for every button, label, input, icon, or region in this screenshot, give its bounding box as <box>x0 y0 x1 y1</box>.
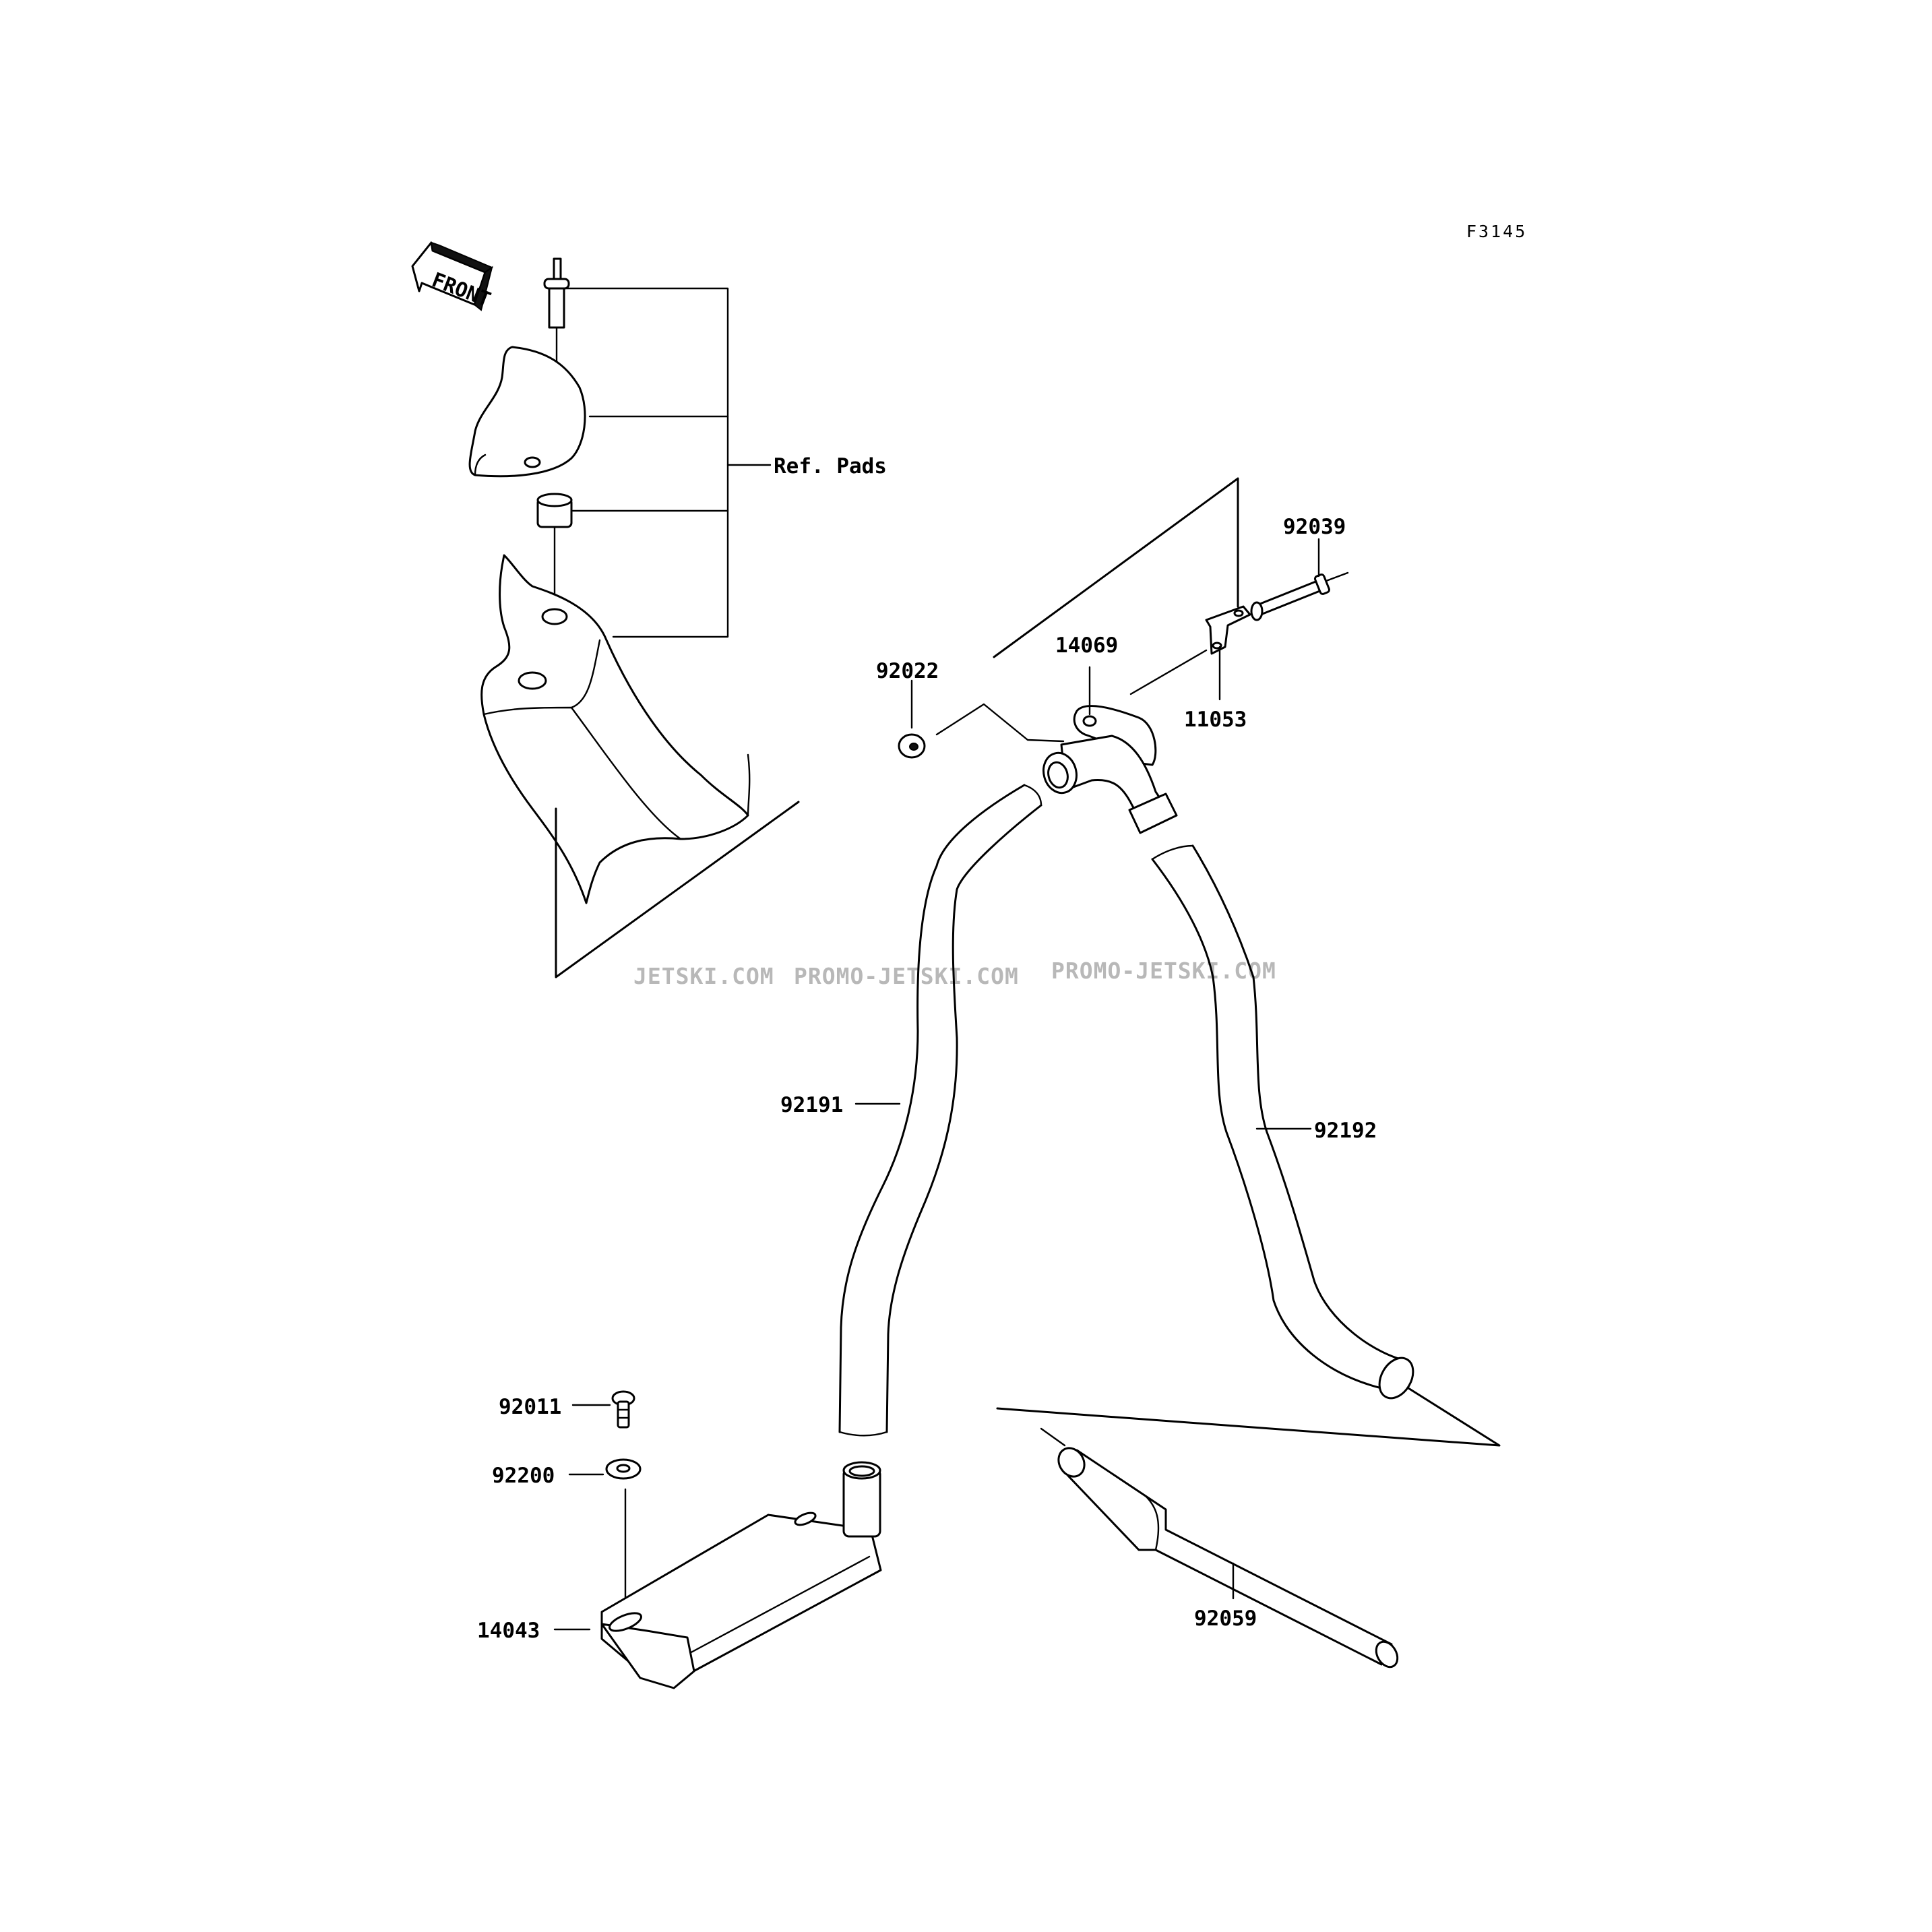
watermark: JETSKI.COM PROMO-JETSKI.COM PROMO-JETSKI… <box>633 958 1276 989</box>
label-11053: 11053 <box>1184 708 1247 732</box>
hose-92192: 92192 <box>1151 844 1414 1400</box>
filter-14043: 14043 <box>477 1461 882 1689</box>
tube-92059: 92059 <box>1040 1427 1399 1669</box>
svg-text:PROMO-JETSKI.COM: PROMO-JETSKI.COM <box>794 963 1019 989</box>
washer-92022: 92022 <box>876 659 1065 759</box>
label-92059: 92059 <box>1194 1607 1257 1631</box>
label-92022: 92022 <box>876 659 939 683</box>
label-92200: 92200 <box>492 1464 555 1488</box>
fitting-14069: 14069 <box>1042 633 1178 834</box>
screw-92011: 92011 <box>499 1390 635 1429</box>
washer-92200: 92200 <box>492 1458 642 1619</box>
label-92011: 92011 <box>499 1395 561 1419</box>
svg-text:JETSKI.COM: JETSKI.COM <box>633 963 774 989</box>
hose-92191: 92191 <box>780 784 1042 1437</box>
svg-text:PROMO-JETSKI.COM: PROMO-JETSKI.COM <box>1051 958 1276 984</box>
pad-part <box>468 346 586 478</box>
figure-code: F3145 <box>1466 222 1527 241</box>
handle-part <box>480 554 751 904</box>
label-14043: 14043 <box>477 1619 540 1643</box>
front-arrow-icon: FRONT <box>411 241 494 312</box>
ref-pads-assembly: Ref. Pads <box>468 257 887 978</box>
label-92039: 92039 <box>1283 515 1346 539</box>
collar-part <box>536 493 573 604</box>
bolt-92039: 92039 <box>1250 515 1349 621</box>
label-92191: 92191 <box>780 1093 843 1117</box>
ref-pads-label: Ref. Pads <box>774 454 887 478</box>
label-92192: 92192 <box>1314 1119 1377 1143</box>
label-14069: 14069 <box>1055 633 1118 658</box>
bracket-11053: 11053 <box>1129 605 1251 732</box>
